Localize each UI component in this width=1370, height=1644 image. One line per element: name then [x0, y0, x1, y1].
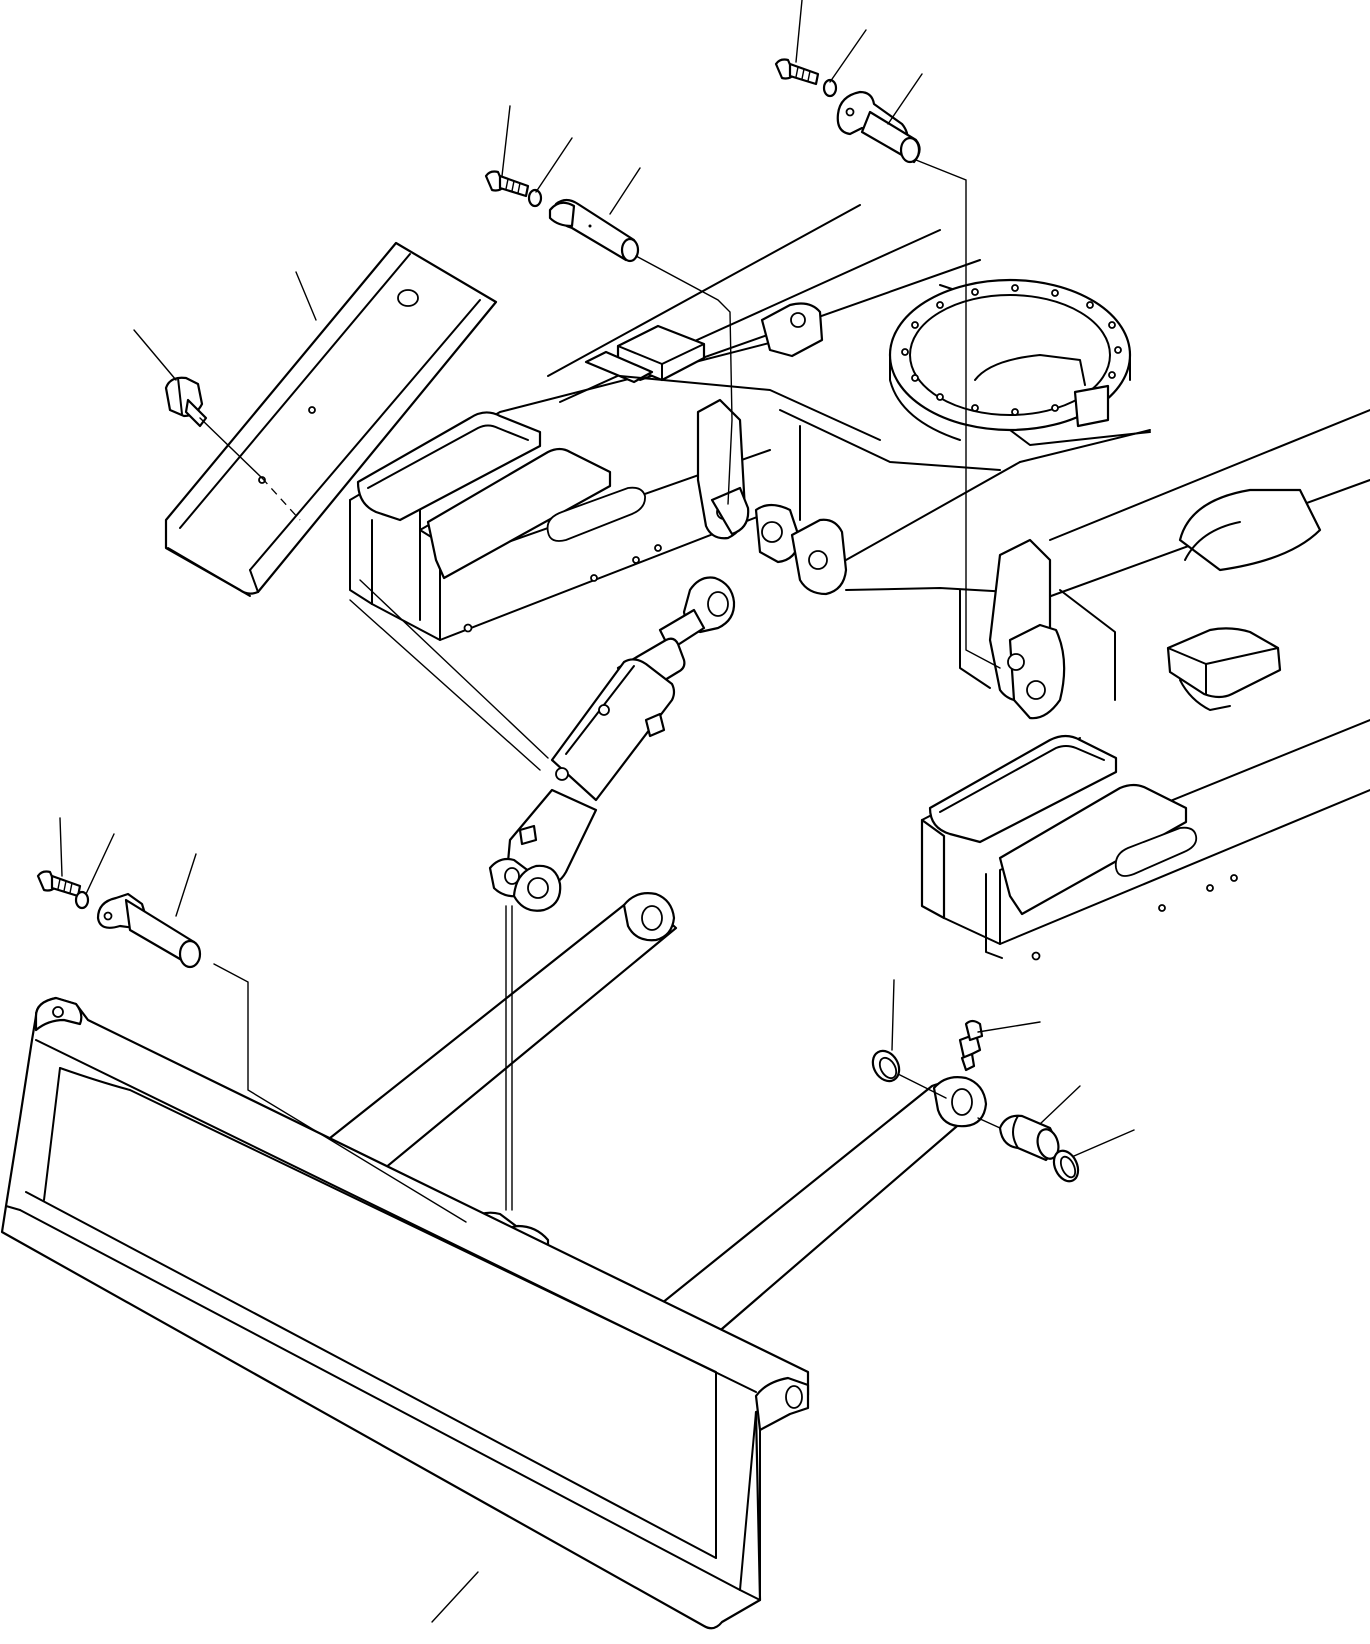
blade-hydraulic-cylinder [488, 576, 736, 912]
callout-leader-lines [59, 0, 1135, 1623]
left-pin-assembly [36, 870, 202, 969]
upper-left-pin-assembly [484, 170, 640, 263]
arm-end-hardware [871, 1019, 1080, 1183]
ring-bolt-holes [901, 284, 1122, 416]
undercarriage-frame [349, 204, 1370, 961]
assembly-centerlines [199, 159, 1001, 1223]
upper-right-pin-assembly [774, 58, 921, 164]
cover-plate [164, 241, 498, 597]
dozer-blade [0, 996, 810, 1630]
